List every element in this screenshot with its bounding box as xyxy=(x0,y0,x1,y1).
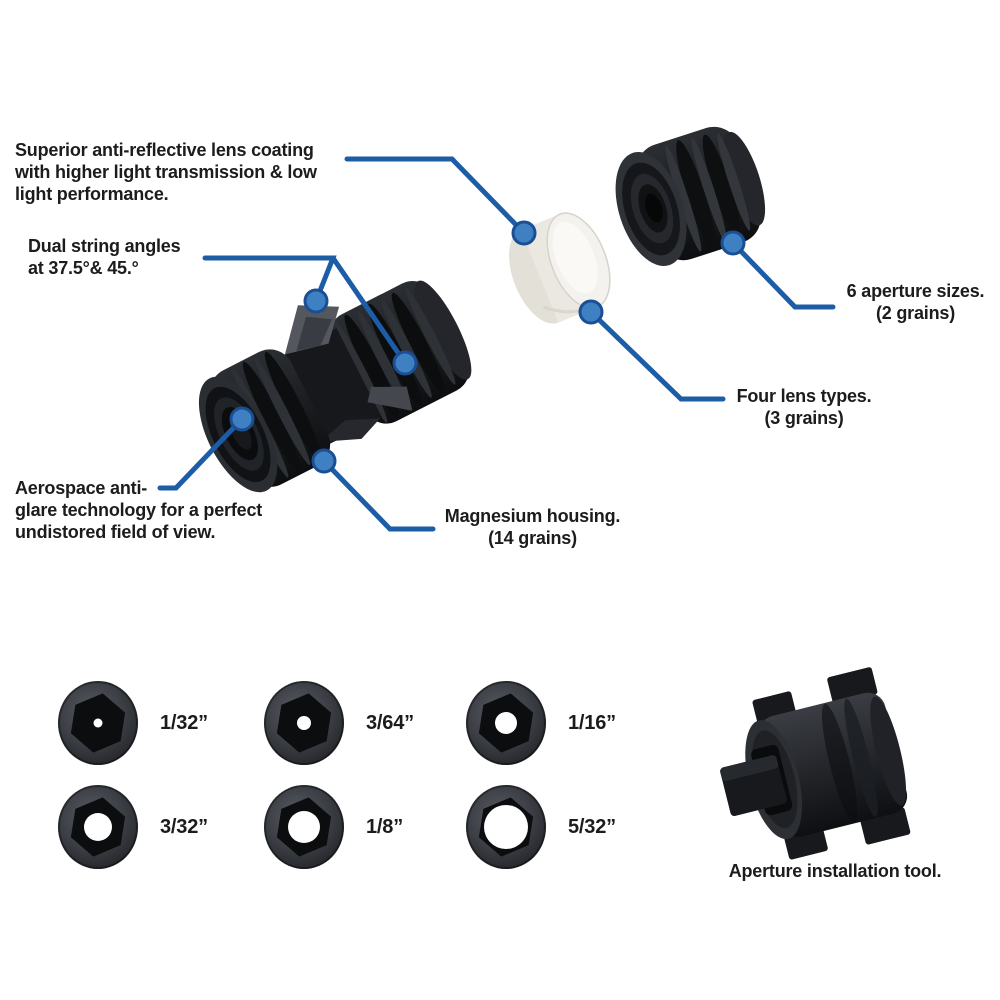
note-lens-types: Four lens types. (3 grains) xyxy=(719,385,889,429)
tool-caption: Aperture installation tool. xyxy=(705,860,965,882)
callout-line-aperture-sizes xyxy=(730,240,836,310)
note-string-angles: Dual string angles at 37.5°& 45.° xyxy=(28,235,181,279)
aperture-hole xyxy=(495,712,517,734)
installation-tool-image xyxy=(720,667,911,860)
note-line: glare technology for a perfect xyxy=(15,500,263,520)
aperture-hole xyxy=(288,811,320,843)
aperture-hole xyxy=(84,813,112,841)
callout-dot-housing xyxy=(311,448,337,474)
note-line: Magnesium housing. xyxy=(444,506,621,526)
callout-line-lens-coating xyxy=(344,156,527,236)
callout-line-anti-glare xyxy=(157,416,245,491)
note-anti-glare: Aerospace anti- glare technology for a p… xyxy=(15,477,262,543)
callout-dot-anti-glare xyxy=(229,406,255,432)
aperture-hole xyxy=(484,805,528,849)
note-line: Aerospace anti- xyxy=(15,478,148,498)
aperture-item-1-32: 1/32” xyxy=(58,681,208,765)
aperture-disc-image xyxy=(264,785,344,869)
note-lens-coating: Superior anti-reflective lens coating wi… xyxy=(15,139,317,205)
aperture-disc-image xyxy=(58,681,138,765)
aperture-item-3-32: 3/32” xyxy=(58,785,208,869)
aperture-size-label: 1/16” xyxy=(568,711,616,734)
aperture-size-label: 3/32” xyxy=(160,815,208,838)
note-line: (3 grains) xyxy=(764,408,844,428)
callout-dot-string-angle-2 xyxy=(392,350,418,376)
aperture-size-label: 1/8” xyxy=(366,815,404,838)
note-line: light performance. xyxy=(15,184,169,204)
callout-line-housing xyxy=(321,458,436,532)
aperture-size-label: 3/64” xyxy=(366,711,414,734)
note-aperture-sizes: 6 aperture sizes. (2 grains) xyxy=(828,280,1000,324)
callout-dot-lens-coating xyxy=(511,220,537,246)
note-line: (14 grains) xyxy=(488,528,577,548)
callout-line-string-angles xyxy=(202,255,408,366)
aperture-item-5-32: 5/32” xyxy=(466,785,616,869)
aperture-disc-image xyxy=(264,681,344,765)
note-housing: Magnesium housing. (14 grains) xyxy=(430,505,635,549)
lens-image xyxy=(509,212,611,324)
aperture-disc-image xyxy=(58,785,138,869)
callout-dot-lens-types xyxy=(578,299,604,325)
note-line: with higher light transmission & low xyxy=(15,162,317,182)
note-line: 6 aperture sizes. xyxy=(846,281,985,301)
aperture-item-1-16: 1/16” xyxy=(466,681,616,765)
callout-dot-aperture-sizes xyxy=(720,230,746,256)
note-line: at 37.5°& 45.° xyxy=(28,258,139,278)
callout-dot-string-angle-1 xyxy=(303,288,329,314)
aperture-size-label: 1/32” xyxy=(160,711,208,734)
aperture-insert-image xyxy=(615,126,766,266)
note-line: Aperture installation tool. xyxy=(728,861,942,881)
note-line: Superior anti-reflective lens coating xyxy=(15,140,314,160)
note-line: undistored field of view. xyxy=(15,522,216,542)
peep-housing-image xyxy=(198,280,472,493)
note-line: (2 grains) xyxy=(875,303,956,323)
aperture-hole xyxy=(297,716,311,730)
aperture-hole xyxy=(93,718,103,728)
note-line: Four lens types. xyxy=(736,386,872,406)
aperture-disc-image xyxy=(466,785,546,869)
aperture-item-3-64: 3/64” xyxy=(264,681,414,765)
aperture-item-1-8: 1/8” xyxy=(264,785,403,869)
note-line: Dual string angles xyxy=(28,236,181,256)
aperture-disc-image xyxy=(466,681,546,765)
aperture-size-label: 5/32” xyxy=(568,815,616,838)
callout-line-lens-types xyxy=(588,309,726,402)
